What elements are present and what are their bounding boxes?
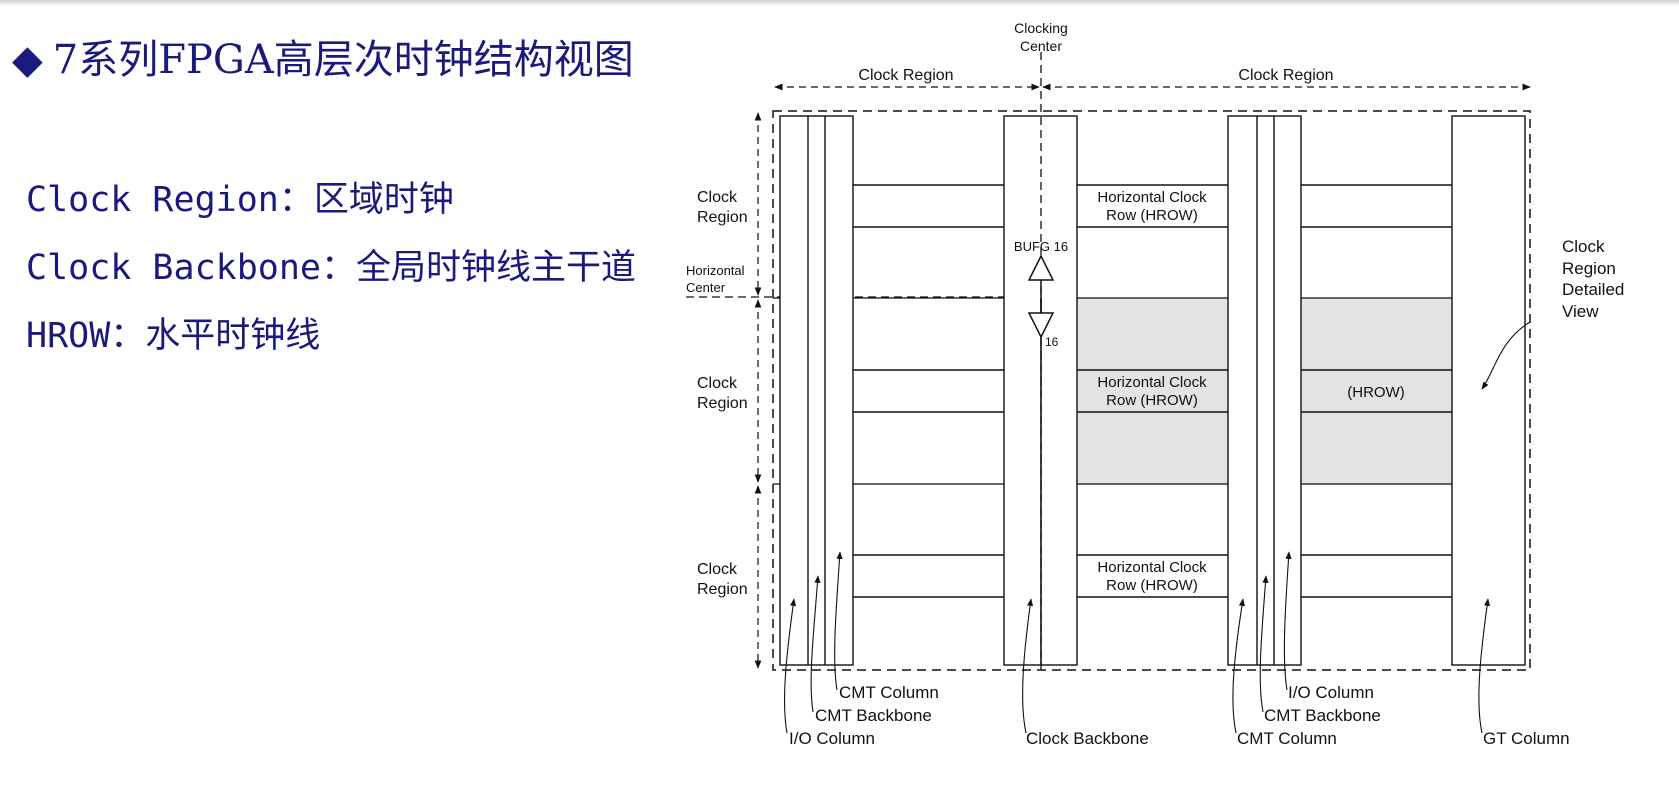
side-region2-label-line1: Clock <box>697 375 738 392</box>
horizontal-center-label-line1: Horizontal <box>686 263 745 278</box>
leader-cmt-column-right <box>1232 598 1245 734</box>
label-clock-backbone: Clock Backbone <box>1026 729 1149 748</box>
top-shadow-bar <box>0 0 1679 6</box>
leader-io-column-left <box>784 598 797 734</box>
hrow-bottom-label-line1: Horizontal Clock <box>1097 559 1207 576</box>
leader-detail-view <box>1481 321 1531 390</box>
label-cmt-backbone-left: CMT Backbone <box>815 706 932 725</box>
side-region2-label-line2: Region <box>697 395 748 412</box>
hrow-middle-label-line1: Horizontal Clock <box>1097 374 1207 391</box>
horizontal-center-label-line2: Center <box>686 280 726 295</box>
hrow-bottom-label-line2: Row (HROW) <box>1106 577 1198 594</box>
side-region1-label-line2: Region <box>697 209 748 226</box>
hrow-top-label-line2: Row (HROW) <box>1106 207 1198 224</box>
slide-title: ◆7系列FPGA高层次时钟结构视图 <box>12 40 634 80</box>
definition-clock-backbone: Clock Backbone：全局时钟线主干道 <box>26 248 637 288</box>
top-clock-region-right-label: Clock Region <box>1238 67 1333 84</box>
leader-gt-column <box>1478 598 1491 734</box>
side-region3-label-line1: Clock <box>697 561 738 578</box>
leader-cmt-backbone-left <box>810 575 821 713</box>
definition-hrow: HROW：水平时钟线 <box>26 316 321 356</box>
detail-view-label-line1: Clock <box>1562 237 1605 256</box>
slide-title-text: 7系列FPGA高层次时钟结构视图 <box>52 37 634 83</box>
hrow-top-label-line1: Horizontal Clock <box>1097 189 1207 206</box>
bufg-count-label: 16 <box>1045 335 1059 349</box>
detail-view-label-line4: View <box>1562 302 1599 321</box>
label-io-column-right: I/O Column <box>1288 683 1374 702</box>
side-region3-label-line2: Region <box>697 581 748 598</box>
label-io-column-left: I/O Column <box>789 729 875 748</box>
diamond-bullet-icon: ◆ <box>12 37 43 83</box>
label-cmt-backbone-right: CMT Backbone <box>1264 706 1381 725</box>
clocking-center-label-line1: Clocking <box>1014 20 1068 36</box>
hrow-short-label: (HROW) <box>1347 384 1404 401</box>
detail-view-label-line2: Region <box>1562 259 1616 278</box>
leader-io-column-right <box>1283 551 1292 691</box>
label-gt-column: GT Column <box>1483 729 1570 748</box>
bufg-label: BUFG 16 <box>1014 239 1068 254</box>
definition-clock-region: Clock Region：区域时钟 <box>26 180 454 220</box>
label-cmt-column-right: CMT Column <box>1237 729 1337 748</box>
detail-view-label-line3: Detailed <box>1562 280 1624 299</box>
leader-clock-backbone <box>1022 598 1034 734</box>
top-clock-region-left-label: Clock Region <box>858 67 953 84</box>
clocking-center-label-line2: Center <box>1020 38 1062 54</box>
device-outline <box>772 110 1531 671</box>
label-cmt-column-left: CMT Column <box>839 683 939 702</box>
io-cmt-column-group-left <box>779 115 854 666</box>
io-cmt-column-group-right <box>1227 115 1302 666</box>
leader-cmt-column-left <box>834 551 843 691</box>
gt-column <box>1451 115 1526 666</box>
side-region1-label-line1: Clock <box>697 189 738 206</box>
leader-cmt-backbone-right <box>1259 575 1269 713</box>
bufg-down-triangle-icon <box>1027 312 1055 339</box>
hrow-middle-label-line2: Row (HROW) <box>1106 392 1198 409</box>
